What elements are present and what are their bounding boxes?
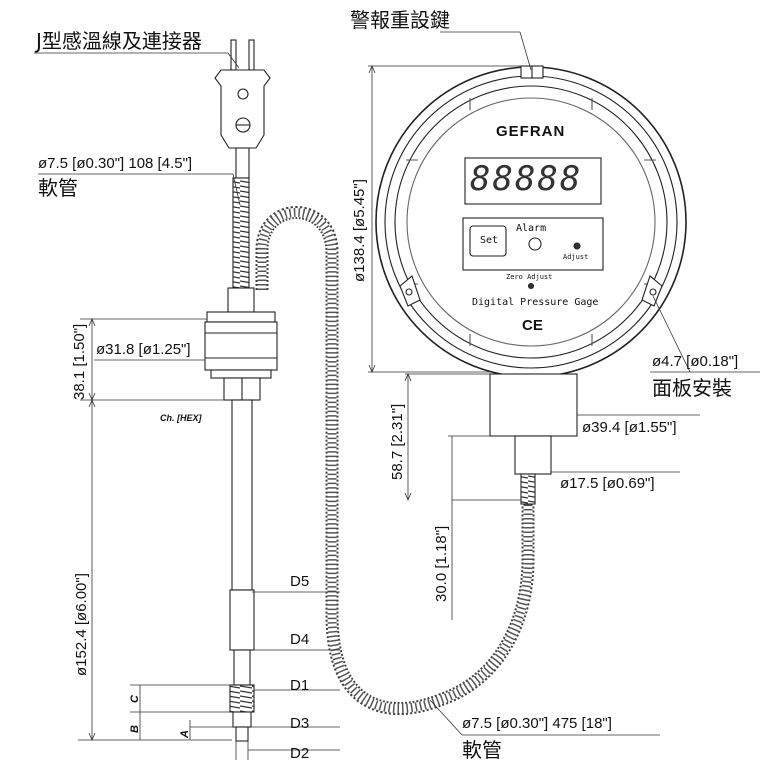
hex-label: Ch. [HEX] [160, 413, 202, 423]
model-text: Digital Pressure Gage [472, 297, 599, 308]
a-label: A [179, 730, 191, 738]
set-button[interactable]: Set [480, 235, 499, 246]
hose-bottom-label: 軟管 [462, 738, 502, 762]
brand-logo: GEFRAN [496, 123, 566, 140]
gauge-diameter-dimension: ø138.4 [ø5.45"] [351, 179, 368, 282]
d3-label: D3 [290, 715, 310, 732]
c-label: C [129, 695, 141, 703]
d4-label: D4 [290, 631, 310, 648]
neck-diameter-dimension: ø39.4 [ø1.55"] [582, 419, 677, 436]
upper-hose [232, 177, 250, 289]
hole-diameter-dimension: ø4.7 [ø0.18"] [652, 353, 739, 370]
zero-adjust-label: Zero Adjust [506, 273, 553, 281]
neck-length-dimension: 58.7 [2.31"] [389, 403, 406, 480]
d1-label: D1 [290, 677, 310, 694]
reset-key-label: 警報重設鍵 [350, 8, 450, 32]
hose-bottom-dimension: ø7.5 [ø0.30"] 475 [18"] [462, 715, 612, 732]
probe [229, 399, 255, 742]
ce-mark: CE [522, 317, 543, 334]
alarm-label: Alarm [516, 223, 547, 234]
hex-fitting [204, 287, 278, 401]
probe-length-dimension: ø152.4 [ø6.00"] [73, 573, 90, 676]
hose-top-dimension: ø7.5 [ø0.30"] 108 [4.5"] [38, 155, 193, 172]
panel-mount-label: 面板安裝 [652, 376, 732, 400]
stem-diameter-dimension: ø17.5 [ø0.69"] [560, 475, 655, 492]
connector-label: J型感溫線及連接器 [36, 29, 202, 53]
hose-top-label: 軟管 [38, 176, 78, 200]
dimension-lines [34, 31, 760, 760]
adjust-label: Adjust [563, 253, 589, 261]
hex-diameter-dimension: ø31.8 [ø1.25"] [96, 341, 191, 358]
b-label: B [129, 725, 141, 733]
d5-label: D5 [290, 573, 310, 590]
digital-display: 88888 [470, 159, 583, 199]
gauge-head [375, 65, 687, 505]
stem-length-dimension: 30.0 [1.18"] [433, 525, 450, 602]
hex-length-dimension: 38.1 [1.50"] [71, 323, 88, 400]
d2-label: D2 [290, 745, 310, 762]
j-type-connector [214, 39, 271, 179]
